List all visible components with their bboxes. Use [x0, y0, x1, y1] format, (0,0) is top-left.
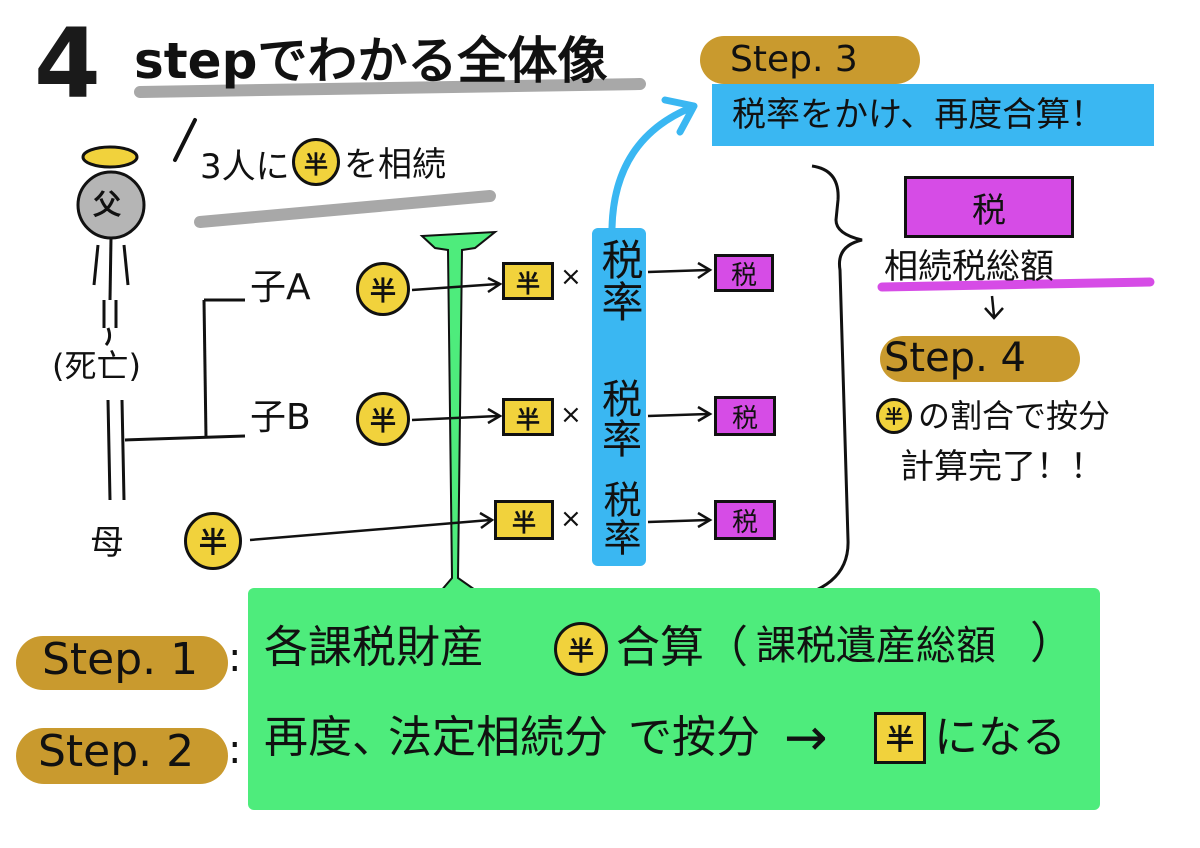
subtitle-text-after: を相続 — [344, 145, 446, 185]
step1-text-before: 各課税財産 — [264, 622, 484, 673]
step1-colon: : — [228, 635, 242, 681]
tax-box-b-icon: 税 — [714, 396, 776, 436]
step4-line1: の割合で按分 — [918, 397, 1111, 435]
father-label: 父 — [93, 188, 122, 221]
mother-yen-coin-icon: 半 — [184, 512, 242, 570]
step1-highlight: 課税遺産総額 — [756, 623, 996, 669]
tax-rate-b: 税率 — [595, 378, 641, 458]
step1-brush — [16, 636, 228, 690]
step4-brush — [880, 336, 1080, 382]
step2-yen-box-icon: 半 — [874, 712, 926, 764]
title-number: 4 — [34, 8, 101, 120]
mother-label: 母 — [90, 523, 124, 563]
tax-rate-strip — [592, 228, 646, 566]
step3-brush — [700, 36, 920, 84]
step1-text-after: 合算（ — [616, 622, 748, 673]
yen-coin-icon: 半 — [292, 138, 340, 186]
total-tax-box-icon: 税 — [904, 176, 1074, 238]
times-sign-mother: × — [560, 504, 582, 534]
title-text: stepでわかる全体像 — [134, 32, 608, 90]
step4-label: Step. 4 — [884, 335, 1026, 381]
father-status: (死亡) — [52, 347, 141, 385]
tax-rate-mother: 税率 — [597, 480, 641, 556]
times-sign-a: × — [560, 262, 582, 292]
tax-box-mother-icon: 税 — [714, 500, 776, 540]
step4-line2: 計算完了！！ — [900, 447, 1104, 487]
step2-suffix: になる — [934, 712, 1066, 763]
step3-panel — [712, 84, 1154, 146]
step2-arrow-icon: → — [784, 708, 828, 768]
step1-close: ） — [1030, 618, 1074, 669]
step4-yen-coin-icon: 半 — [876, 398, 912, 434]
step1-yen-coin-icon: 半 — [554, 622, 608, 676]
step2-text-before: 再度、 — [264, 712, 396, 763]
step2-brush — [16, 728, 228, 784]
steps-panel — [248, 588, 1100, 810]
step3-label: Step. 3 — [730, 39, 858, 80]
tax-rate-a: 税率 — [595, 238, 644, 322]
subtitle-text: 3人に — [200, 147, 290, 187]
step3-text: 税率をかけ、再度合算！ — [732, 95, 1105, 135]
step2-highlight: 法定相続分 — [388, 712, 608, 763]
step1-label: Step. 1 — [42, 634, 199, 685]
total-tax-label: 相続税総額 — [884, 247, 1054, 287]
yen-box-a-icon: 半 — [502, 262, 554, 300]
times-sign-b: × — [560, 400, 582, 430]
step2-colon: : — [228, 727, 242, 773]
child-a-label: 子A — [250, 267, 311, 308]
child-a-yen-coin-icon: 半 — [356, 262, 410, 316]
child-b-yen-coin-icon: 半 — [356, 392, 410, 446]
yen-box-b-icon: 半 — [502, 398, 554, 436]
child-b-label: 子B — [250, 397, 311, 438]
tax-box-a-icon: 税 — [714, 254, 774, 292]
yen-box-mother-icon: 半 — [494, 500, 554, 540]
step2-text-after: で按分 — [628, 712, 760, 763]
step2-label: Step. 2 — [38, 726, 195, 777]
